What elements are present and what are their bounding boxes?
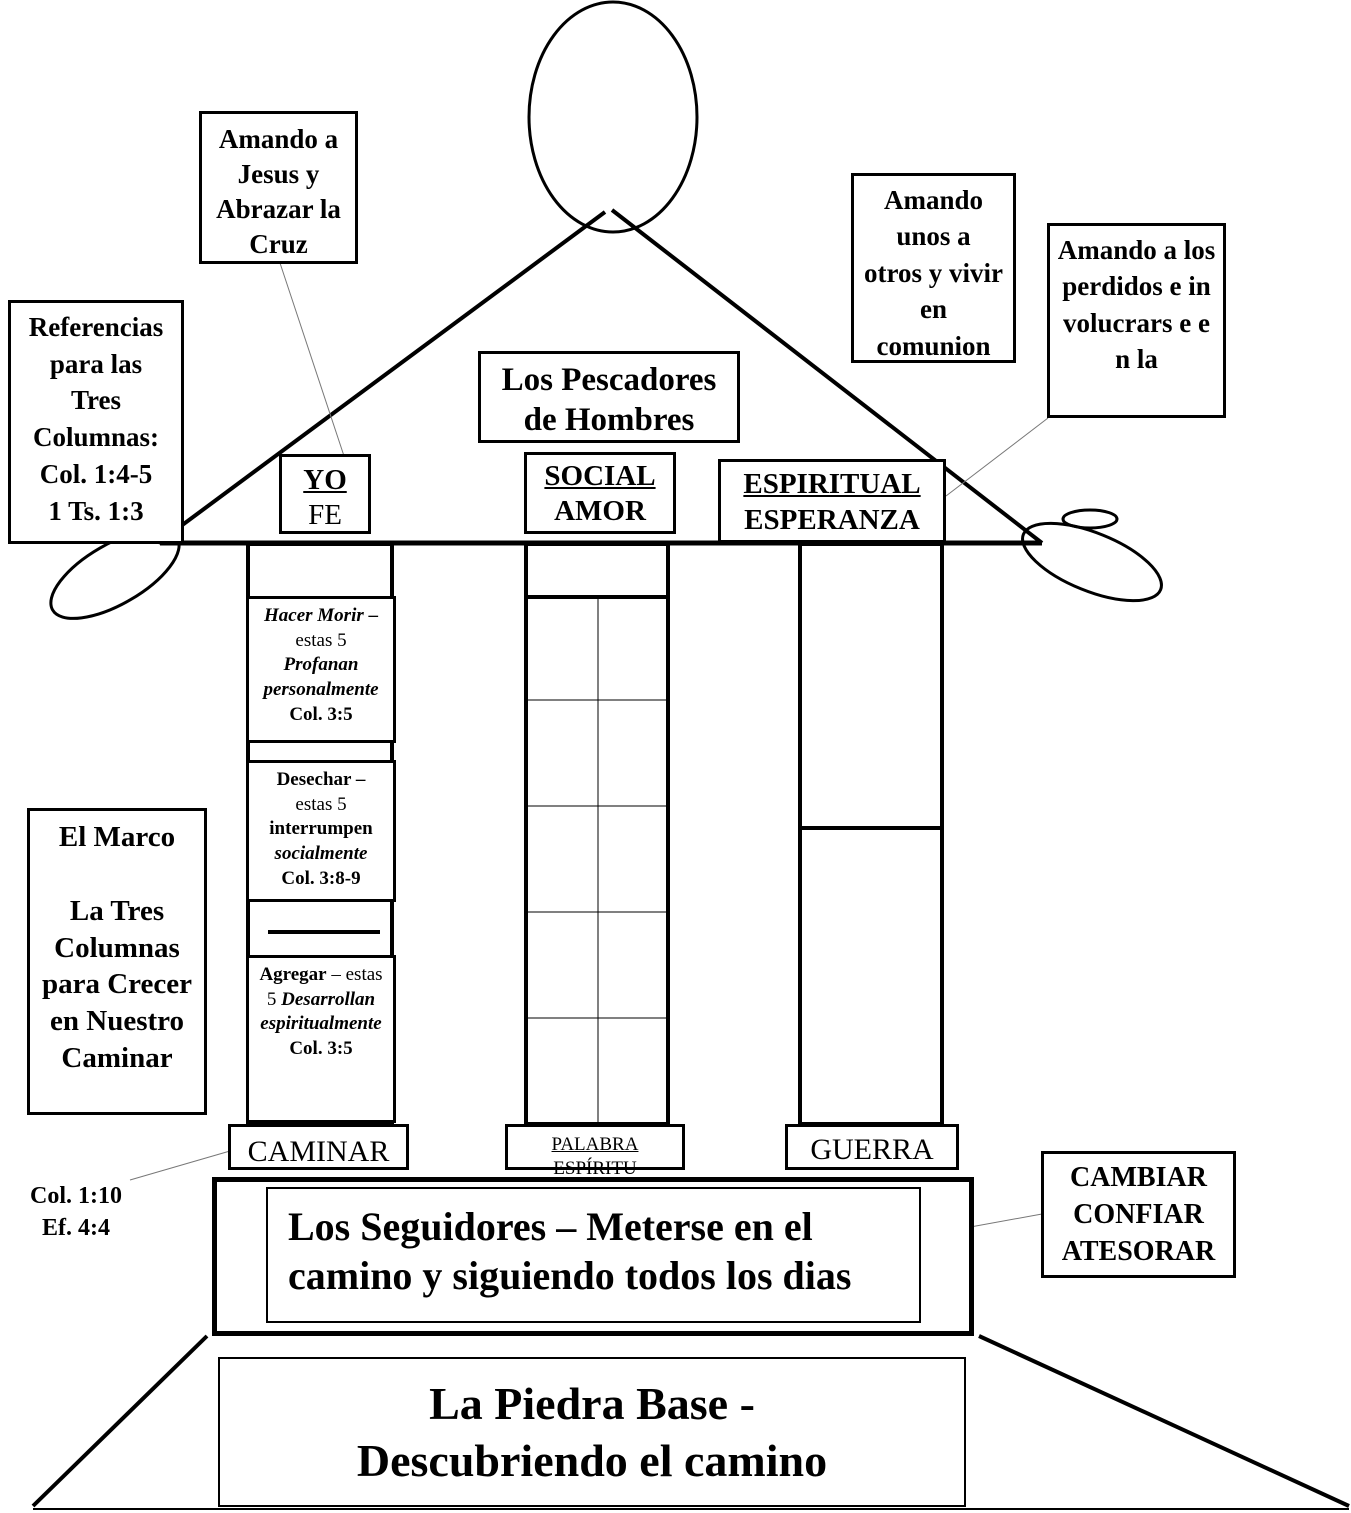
agregar-desarrollan: Desarrollan <box>281 988 376 1010</box>
cambiar-line: CONFIAR <box>1073 1198 1204 1230</box>
base-guerra-label: GUERRA <box>810 1133 934 1166</box>
roof-right-slope <box>610 208 1044 545</box>
box-desechar: Desechar – estas 5 interrumpen socialmen… <box>246 760 396 902</box>
note-amando-perdidos-text: Amando a los perdidos e involucrars e en… <box>1057 235 1216 375</box>
note-amando-unos-a-otros: Amando unos a otros y vivir en comunion <box>851 173 1016 363</box>
agregar-count: 5 <box>266 988 282 1010</box>
left-references: Col. 1:10 Ef. 4:4 <box>14 1180 138 1245</box>
seguidores-line1: Los Seguidores – Meterse en el <box>288 1204 813 1249</box>
label-yo: YO <box>303 464 347 496</box>
agregar-line3: espiritualmente <box>260 1013 382 1035</box>
references-line: para las <box>49 348 143 379</box>
label-espiritual-esperanza: ESPIRITUAL ESPERANZA <box>718 459 946 543</box>
label-yo-fe: YO FE <box>279 454 371 534</box>
callout-line-perdidos <box>945 417 1049 497</box>
base-guerra: GUERRA <box>785 1124 959 1170</box>
hacer-morir-line3: Profanan <box>283 654 359 676</box>
seguidores-inner-box: Los Seguidores – Meterse en el camino y … <box>266 1187 921 1323</box>
piedra-base-box: La Piedra Base - Descubriendo el camino <box>218 1357 966 1507</box>
note-amando-unos-text: Amando unos a otros y vivir en comunion <box>864 185 1003 361</box>
references-line: Tres <box>71 385 121 416</box>
box-agregar: Agregar – estas 5 Desarrollan espiritual… <box>246 955 396 1123</box>
el-marco-line: La Tres <box>69 894 165 927</box>
base-caminar: CAMINAR <box>228 1124 409 1170</box>
el-marco-line: Caminar <box>61 1042 173 1075</box>
cambiar-line: ATESORAR <box>1061 1235 1216 1267</box>
hacer-morir-line1: Hacer Morir – <box>249 604 393 629</box>
note-amando-jesus-text: Amando a Jesus y Abrazar la Cruz <box>216 124 341 260</box>
agregar-line1: Agregar – estas <box>249 963 393 988</box>
label-fe: FE <box>308 499 342 532</box>
column-social <box>524 542 670 1126</box>
hacer-morir-line2: estas 5 <box>295 629 347 651</box>
foundation-right-slope <box>978 1334 1350 1508</box>
agregar-estas: – estas <box>326 964 383 985</box>
piedra-line1: La Piedra Base - <box>429 1378 755 1429</box>
roof-title-box: Los Pescadores de Hombres <box>478 351 740 443</box>
roof-left-slope <box>156 210 607 545</box>
agregar-line2: 5 Desarrollan <box>249 988 393 1013</box>
hacer-morir-dash: – <box>363 605 379 626</box>
cambiar-confiar-box: CAMBIAR CONFIAR ATESORAR <box>1041 1151 1236 1278</box>
hacer-morir-ref: Col. 3:5 <box>289 703 353 725</box>
desechar-line4: socialmente <box>274 843 368 865</box>
desechar-line3: interrumpen <box>269 818 373 840</box>
references-line: 1 Ts. 1:3 <box>48 495 144 526</box>
base-caminar-label: CAMINAR <box>247 1135 390 1168</box>
agregar-ref: Col. 3:5 <box>289 1038 353 1060</box>
label-amor: AMOR <box>554 495 646 528</box>
label-social: SOCIAL <box>544 460 656 492</box>
hacer-morir-label: Hacer Morir <box>264 605 364 626</box>
left-reference: Ef. 4:4 <box>42 1215 110 1242</box>
right-hand-oval <box>1021 521 1163 603</box>
cambiar-line: CAMBIAR <box>1070 1162 1207 1193</box>
agregar-label: Agregar <box>259 964 327 985</box>
foundation-left-slope <box>31 1334 209 1508</box>
hacer-morir-line4: personalmente <box>263 679 379 701</box>
el-marco-box: El Marco La Tres Columnas para Crecer en… <box>27 808 207 1115</box>
base-palabra-label: PALABRA <box>551 1134 639 1155</box>
left-reference: Col. 1:10 <box>30 1183 122 1209</box>
el-marco-title: El Marco <box>58 821 176 853</box>
el-marco-line: en Nuestro <box>50 1005 184 1038</box>
desechar-line1: Desechar – <box>276 769 366 790</box>
el-marco-line: para Crecer <box>41 968 193 1001</box>
callout-line-caminar <box>129 1150 231 1181</box>
label-espiritual: ESPIRITUAL <box>743 468 921 500</box>
label-social-amor: SOCIAL AMOR <box>524 452 676 534</box>
piedra-line2: Descubriendo el camino <box>356 1435 828 1487</box>
column-espiritual <box>798 542 944 1126</box>
references-line: Col. 1:4-5 <box>39 458 153 489</box>
note-amando-jesus: Amando a Jesus y Abrazar la Cruz <box>199 111 358 264</box>
seguidores-line2: camino y siguiendo todos los dias <box>288 1252 852 1298</box>
head-oval <box>527 0 699 234</box>
references-line: Columnas: <box>32 422 160 453</box>
base-espiritu-label: ESPÍRITU <box>553 1157 637 1179</box>
desechar-ref: Col. 3:8-9 <box>281 867 361 889</box>
el-marco-line: Columnas <box>54 931 180 964</box>
note-amando-perdidos: Amando a los perdidos e involucrars e en… <box>1047 223 1226 418</box>
callout-line-jesus <box>279 262 345 457</box>
references-box: Referencias para las Tres Columnas: Col.… <box>8 300 184 544</box>
references-line: Referencias <box>28 312 164 342</box>
base-palabra-espiritu: PALABRA ESPÍRITU <box>505 1124 685 1179</box>
roof-title: Los Pescadores de Hombres <box>501 362 717 439</box>
box-hacer-morir: Hacer Morir – estas 5 Profanan personalm… <box>246 596 396 743</box>
label-esperanza: ESPERANZA <box>744 504 920 537</box>
desechar-line2: estas 5 <box>295 793 347 815</box>
right-thumb-oval <box>1061 508 1119 530</box>
